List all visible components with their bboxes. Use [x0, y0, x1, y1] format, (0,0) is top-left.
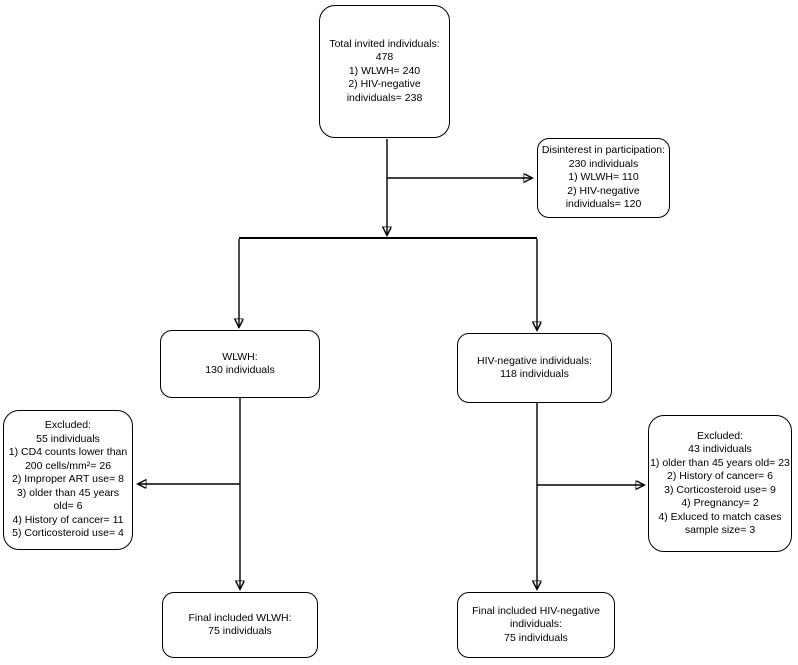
node-total-invited: Total invited individuals: 478 1) WLWH= …: [319, 5, 450, 138]
node-disinterest-in-participation: Disinterest in participation: 230 indivi…: [537, 138, 670, 218]
node-wlwh: WLWH: 130 individuals: [160, 330, 320, 398]
node-excluded-wlwh: Excluded: 55 individuals 1) CD4 counts l…: [3, 410, 133, 550]
node-excluded-hiv: Excluded: 43 individuals 1) older than 4…: [648, 415, 792, 552]
node-final-included-hiv-negative: Final included HIV-negative individuals:…: [457, 592, 615, 658]
node-hiv-negative: HIV-negative individuals: 118 individual…: [457, 333, 612, 403]
node-final-included-wlwh: Final included WLWH: 75 individuals: [162, 592, 318, 658]
